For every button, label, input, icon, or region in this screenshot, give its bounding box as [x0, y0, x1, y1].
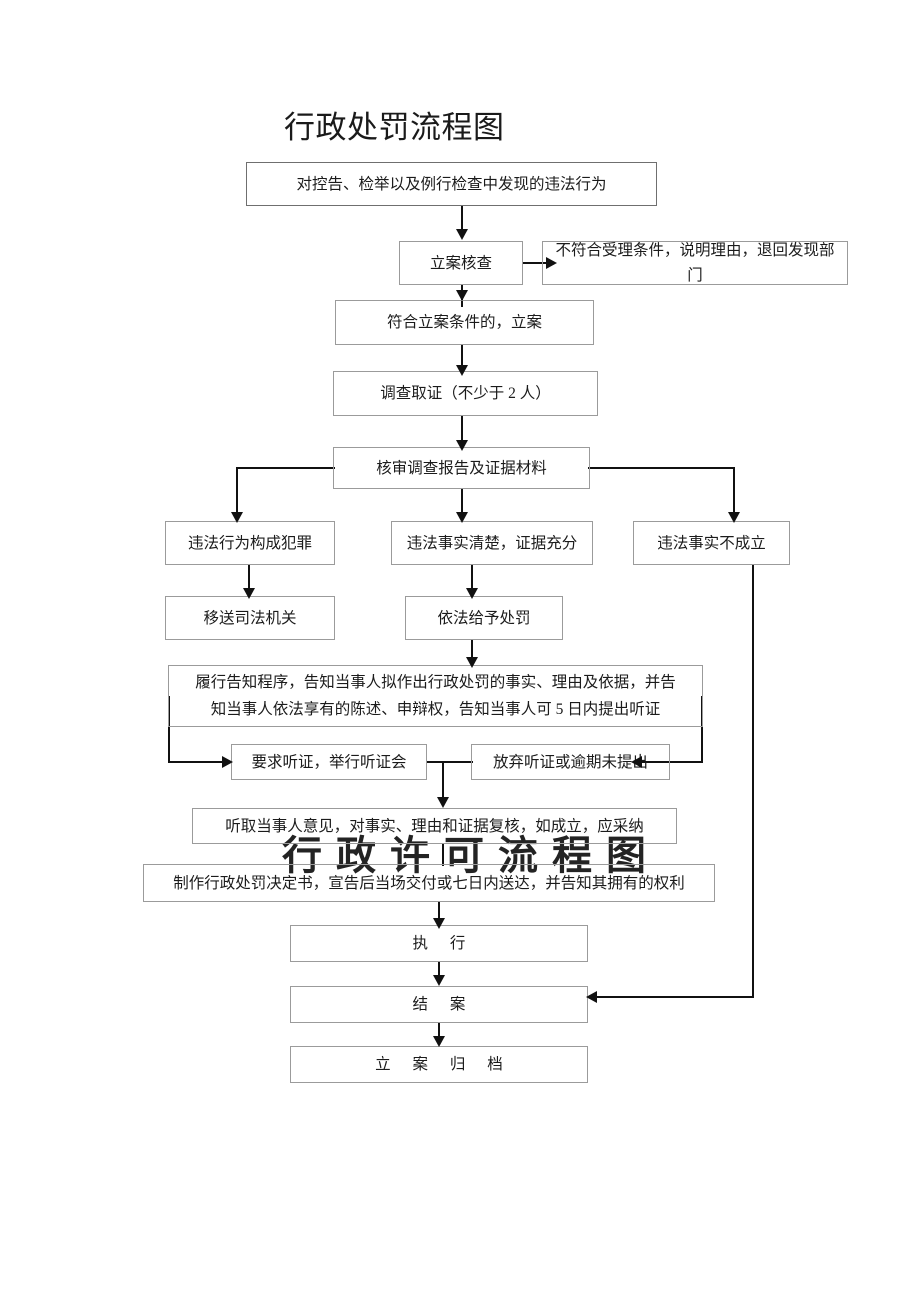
arrowhead-decision-to-execute	[433, 918, 445, 929]
node-notice-line-1: 履行告知程序，告知当事人拟作出行政处罚的事实、理由及依据，并告	[195, 674, 676, 691]
node-transfer-judicial-label: 移送司法机关	[203, 609, 297, 627]
arrowhead-audit-to-clear	[456, 512, 468, 523]
node-filed: 符合立案条件的，立案	[335, 300, 594, 345]
connector-audit-left-horizontal	[236, 467, 335, 469]
node-filing-review: 立案核查	[399, 241, 523, 285]
connector-investigate-to-audit	[461, 416, 463, 448]
connector-penalty-to-notice	[471, 640, 473, 666]
connector-decision-to-execute	[438, 902, 440, 926]
arrowhead-source-to-review	[456, 229, 468, 240]
arrowhead-execute-to-close	[433, 975, 445, 986]
connector-hearing-to-review	[442, 761, 444, 804]
connector-clear-to-penalty	[471, 565, 473, 595]
node-branch-void: 违法事实不成立	[633, 521, 790, 565]
page-title: 行政处罚流程图	[284, 110, 505, 145]
connector-notice-left-vertical	[168, 696, 170, 762]
connector-execute-to-close	[438, 962, 440, 984]
watermark-text: 行政许可流程图	[282, 833, 660, 878]
arrowhead-review-to-not-accepted	[546, 257, 557, 269]
node-investigate-label: 调查取证（不少于 2 人）	[380, 385, 551, 402]
arrowhead-investigate-to-audit	[456, 440, 468, 451]
connector-review-to-not-accepted	[523, 262, 553, 264]
connector-void-to-close-vertical	[752, 565, 754, 997]
node-request-hearing-label: 要求听证，举行听证会	[251, 753, 407, 771]
arrowhead-close-to-archive	[433, 1036, 445, 1047]
connector-audit-center	[461, 489, 463, 519]
node-penalty-by-law: 依法给予处罚	[405, 596, 563, 640]
arrowhead-clear-to-penalty	[466, 588, 478, 599]
node-branch-clear-label: 违法事实清楚，证据充分	[406, 534, 578, 552]
node-branch-crime-label: 违法行为构成犯罪	[187, 534, 312, 552]
node-investigate: 调查取证（不少于 2 人）	[333, 371, 598, 416]
arrowhead-review-to-filed	[456, 290, 468, 301]
node-archive: 立 案 归 档	[290, 1046, 588, 1083]
node-penalty-by-law-label: 依法给予处罚	[437, 609, 531, 627]
node-execute: 执 行	[290, 925, 588, 962]
node-close-case: 结 案	[290, 986, 588, 1023]
connector-source-to-review	[461, 206, 463, 233]
node-audit-report: 核审调查报告及证据材料	[333, 447, 590, 489]
connector-hearing-join	[427, 761, 473, 763]
connector-review-to-decision	[442, 844, 444, 866]
node-waive-hearing-label: 放弃听证或逾期未提出	[492, 753, 648, 771]
arrowhead-audit-to-crime	[231, 512, 243, 523]
node-review-opinion-label: 听取当事人意见，对事实、理由和证据复核，如成立，应采纳	[225, 817, 644, 835]
node-filing-review-label: 立案核查	[429, 254, 492, 272]
connector-audit-right-vertical	[733, 467, 735, 519]
node-notice-line-2: 知当事人依法享有的陈述、申辩权，告知当事人可 5 日内提出听证	[210, 701, 661, 718]
node-filed-label: 符合立案条件的，立案	[386, 314, 542, 331]
arrowhead-hearing-to-review	[437, 797, 449, 808]
node-source: 对控告、检举以及例行检查中发现的违法行为	[246, 162, 657, 206]
arrowhead-crime-to-transfer	[243, 588, 255, 599]
node-request-hearing: 要求听证，举行听证会	[231, 744, 427, 780]
connector-audit-left-vertical	[236, 467, 238, 519]
arrowhead-void-to-close	[586, 991, 597, 1003]
connector-notice-right-horizontal	[640, 761, 703, 763]
connector-void-to-close-horizontal	[595, 996, 754, 998]
node-branch-void-label: 违法事实不成立	[657, 534, 766, 552]
node-not-accepted: 不符合受理条件，说明理由，退回发现部门	[542, 241, 848, 285]
arrowhead-audit-to-void	[728, 512, 740, 523]
node-execute-label: 执 行	[412, 935, 475, 952]
node-notice-procedure: 履行告知程序，告知当事人拟作出行政处罚的事实、理由及依据，并告 知当事人依法享有…	[168, 665, 703, 727]
connector-filed-to-investigate	[461, 345, 463, 372]
node-audit-report-label: 核审调查报告及证据材料	[376, 459, 547, 477]
arrowhead-filed-to-investigate	[456, 365, 468, 376]
connector-crime-to-transfer	[248, 565, 250, 595]
arrowhead-notice-to-waive-hearing	[631, 756, 642, 768]
arrowhead-penalty-to-notice	[466, 657, 478, 668]
connector-notice-right-vertical	[701, 696, 703, 762]
node-branch-clear: 违法事实清楚，证据充分	[391, 521, 593, 565]
node-review-opinion: 听取当事人意见，对事实、理由和证据复核，如成立，应采纳	[192, 808, 677, 844]
node-decision-document-label: 制作行政处罚决定书，宣告后当场交付或七日内送达，并告知其拥有的权利	[173, 874, 685, 892]
node-branch-crime: 违法行为构成犯罪	[165, 521, 335, 565]
arrowhead-notice-to-request-hearing	[222, 756, 233, 768]
node-not-accepted-label: 不符合受理条件，说明理由，退回发现部门	[555, 242, 835, 284]
node-transfer-judicial: 移送司法机关	[165, 596, 335, 640]
node-archive-label: 立 案 归 档	[375, 1056, 512, 1073]
connector-close-to-archive	[438, 1023, 440, 1045]
node-waive-hearing: 放弃听证或逾期未提出	[471, 744, 670, 780]
node-source-label: 对控告、检举以及例行检查中发现的违法行为	[296, 175, 607, 193]
node-close-case-label: 结 案	[412, 996, 475, 1013]
node-decision-document: 制作行政处罚决定书，宣告后当场交付或七日内送达，并告知其拥有的权利	[143, 864, 715, 902]
connector-notice-left-horizontal	[168, 761, 228, 763]
connector-audit-right-horizontal	[588, 467, 735, 469]
